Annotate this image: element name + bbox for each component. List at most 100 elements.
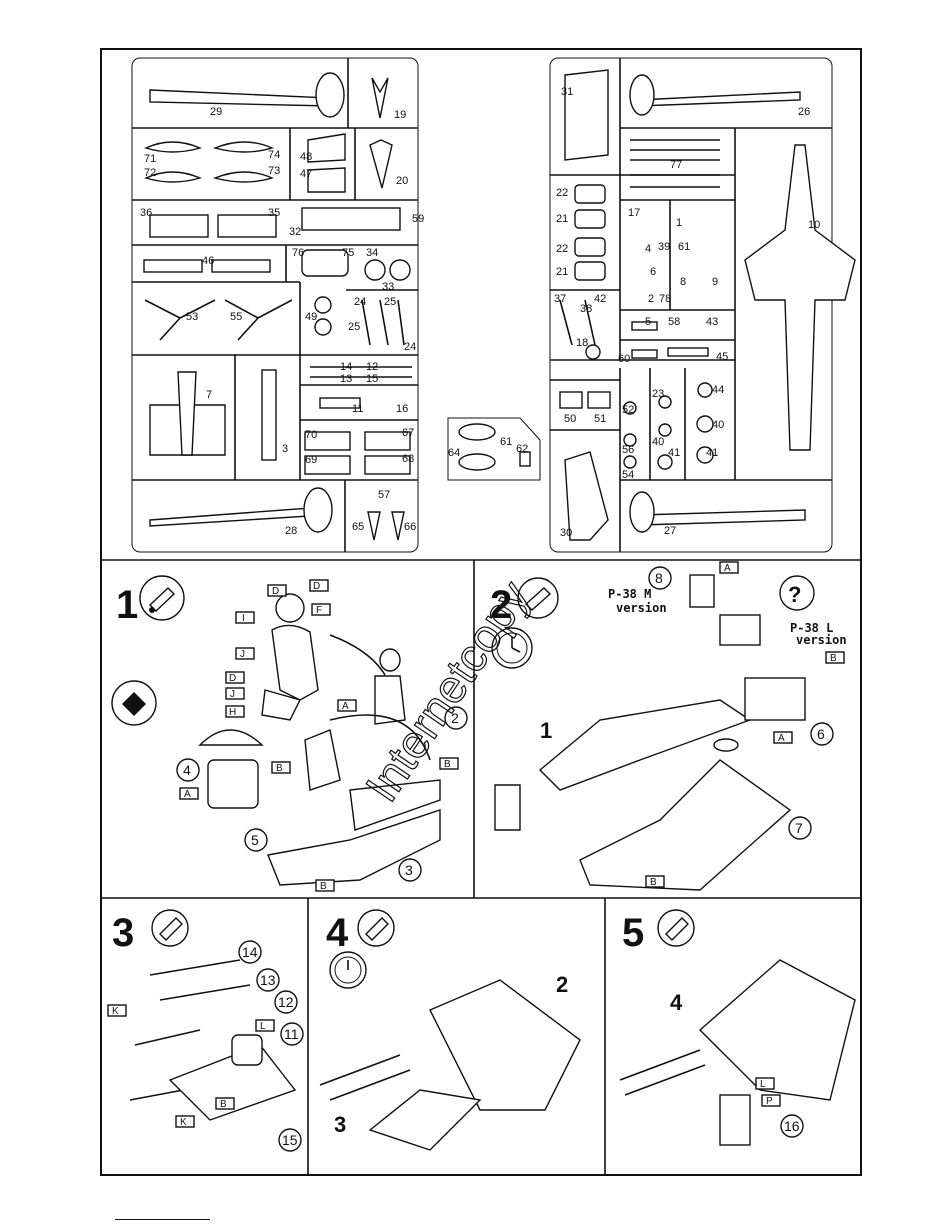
svg-text:2: 2 — [648, 293, 654, 305]
svg-text:K: K — [112, 1006, 119, 1017]
svg-text:B: B — [276, 763, 283, 774]
step-2: 2 ? P-38 M version P-38 L version A B A … — [490, 561, 847, 891]
svg-text:47: 47 — [300, 168, 312, 180]
svg-text:25: 25 — [384, 296, 396, 308]
svg-text:31: 31 — [561, 86, 573, 98]
svg-text:56: 56 — [622, 444, 634, 456]
svg-text:35: 35 — [268, 207, 280, 219]
svg-text:22: 22 — [556, 187, 568, 199]
svg-text:H: H — [229, 707, 236, 718]
svg-text:77: 77 — [670, 159, 682, 171]
svg-text:54: 54 — [622, 469, 634, 481]
svg-text:61: 61 — [678, 241, 690, 253]
svg-text:27: 27 — [664, 525, 676, 537]
svg-text:9: 9 — [712, 276, 718, 288]
svg-text:3: 3 — [282, 443, 288, 455]
svg-text:L: L — [260, 1021, 266, 1032]
svg-text:73: 73 — [268, 165, 280, 177]
svg-text:B: B — [220, 1099, 227, 1110]
svg-text:D: D — [313, 581, 320, 592]
step-1-callouts: 2 3 4 5 — [176, 706, 468, 882]
svg-text:J: J — [240, 649, 245, 660]
page-frame — [100, 48, 862, 1176]
step-4: 4 2 3 — [319, 909, 581, 1151]
svg-text:71: 71 — [144, 153, 156, 165]
svg-text:13: 13 — [340, 373, 352, 385]
svg-text:18: 18 — [576, 337, 588, 349]
svg-text:78: 78 — [659, 293, 671, 305]
svg-text:62: 62 — [516, 443, 528, 455]
svg-text:3: 3 — [334, 1112, 346, 1137]
svg-text:49: 49 — [305, 311, 317, 323]
svg-text:10: 10 — [808, 219, 820, 231]
svg-text:16: 16 — [784, 1118, 800, 1134]
svg-text:51: 51 — [594, 413, 606, 425]
svg-text:L: L — [760, 1079, 766, 1090]
sprue-left: 29 19 71 74 72 73 48 47 20 36 35 32 59 4… — [131, 57, 424, 553]
svg-text:36: 36 — [140, 207, 152, 219]
svg-text:40: 40 — [652, 436, 664, 448]
svg-text:4: 4 — [670, 990, 683, 1015]
svg-text:42: 42 — [594, 293, 606, 305]
svg-text:7: 7 — [795, 820, 803, 836]
svg-text:J: J — [230, 689, 235, 700]
step-4-callouts: 2 3 — [334, 972, 568, 1137]
svg-text:26: 26 — [798, 106, 810, 118]
svg-text:39: 39 — [658, 241, 670, 253]
svg-text:23: 23 — [652, 388, 664, 400]
svg-text:67: 67 — [402, 427, 414, 439]
svg-text:8: 8 — [680, 276, 686, 288]
step-5-flags: L P — [755, 1077, 781, 1107]
step-2-flags: A B A B — [645, 561, 845, 888]
svg-text:F: F — [316, 605, 322, 616]
svg-text:21: 21 — [556, 266, 568, 278]
step-4-number: 4 — [326, 911, 349, 955]
svg-text:2: 2 — [556, 972, 568, 997]
svg-text:37: 37 — [554, 293, 566, 305]
svg-text:11: 11 — [352, 403, 363, 415]
sprue-right: 31 26 77 22 21 22 21 17 4 6 2 1 61 8 9 3… — [549, 57, 856, 553]
svg-text:P: P — [766, 1096, 773, 1107]
wing-part-10 — [744, 144, 856, 451]
step-3-number: 3 — [112, 911, 134, 955]
svg-text:32: 32 — [289, 226, 301, 238]
svg-text:B: B — [320, 881, 327, 892]
svg-text:60: 60 — [618, 353, 630, 365]
svg-text:66: 66 — [404, 521, 416, 533]
svg-text:70: 70 — [305, 429, 317, 441]
svg-text:12: 12 — [278, 994, 294, 1010]
svg-text:50: 50 — [564, 413, 576, 425]
boom-part-29 — [149, 89, 331, 107]
svg-text:28: 28 — [285, 525, 297, 537]
svg-text:44: 44 — [712, 384, 724, 396]
svg-text:19: 19 — [394, 109, 406, 121]
svg-text:4: 4 — [183, 762, 191, 778]
svg-text:72: 72 — [144, 167, 156, 179]
step-1-flags: D D I F J D J H A B A B B — [179, 579, 459, 892]
svg-text:5: 5 — [251, 832, 259, 848]
svg-text:53: 53 — [186, 311, 198, 323]
svg-text:1: 1 — [540, 718, 552, 743]
svg-text:5: 5 — [645, 316, 651, 328]
step-1-number: 1 — [116, 583, 138, 627]
step-3-flags: K L B K — [107, 1004, 275, 1128]
svg-text:46: 46 — [202, 255, 214, 267]
svg-text:68: 68 — [402, 453, 414, 465]
svg-text:13: 13 — [260, 972, 276, 988]
svg-text:41: 41 — [668, 447, 680, 459]
svg-text:6: 6 — [650, 266, 656, 278]
step-panel-grid — [100, 559, 862, 1176]
svg-text:version: version — [796, 633, 847, 647]
step-3: 3 K L B K 14 13 12 11 15 — [107, 909, 304, 1152]
svg-text:16: 16 — [396, 403, 408, 415]
svg-text:1: 1 — [676, 217, 682, 229]
svg-text:55: 55 — [230, 311, 242, 323]
svg-text:22: 22 — [556, 243, 568, 255]
svg-text:24: 24 — [354, 296, 366, 308]
svg-text:58: 58 — [668, 316, 680, 328]
step-5: 5 L P 4 16 — [619, 909, 856, 1146]
svg-text:20: 20 — [396, 175, 408, 187]
footer-rule — [115, 1219, 210, 1220]
svg-text:41: 41 — [706, 447, 718, 459]
